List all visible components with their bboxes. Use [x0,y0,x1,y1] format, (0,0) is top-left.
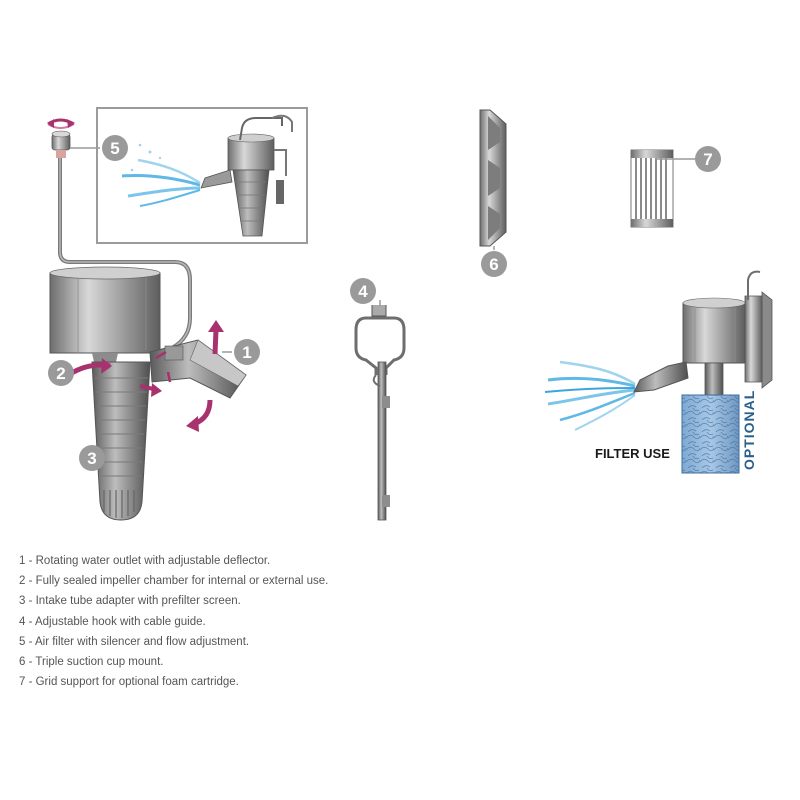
filter-use-label: FILTER USE [595,446,670,461]
callout-5: 5 [102,135,128,161]
callout-3-number: 3 [87,449,96,468]
air-filter-cap [51,130,71,158]
callout-3: 3 [79,445,105,471]
filter-water-spray [544,360,636,431]
callout-leaders [70,147,695,353]
legend-item-5: 5 - Air filter with silencer and flow ad… [19,635,250,648]
rotating-outlet [149,339,247,399]
callout-6: 6 [481,251,507,277]
callout-7-number: 7 [703,150,712,169]
callout-2-number: 2 [56,364,65,383]
legend-item-2: 2 - Fully sealed impeller chamber for in… [19,575,329,588]
filter-use-assembly [544,270,773,474]
air-intake-inset [96,107,308,244]
callout-4: 4 [350,278,376,304]
callout-5-number: 5 [110,139,119,158]
grid-support [630,149,674,228]
adjustable-hook [354,305,406,521]
callout-7: 7 [695,146,721,172]
legend-item-1: 1 - Rotating water outlet with adjustabl… [19,555,271,567]
intake-tube [91,361,151,521]
callout-6-number: 6 [489,255,498,274]
impeller-chamber [49,266,161,362]
optional-label: OPTIONAL [741,390,757,470]
legend-item-4: 4 - Adjustable hook with cable guide. [19,615,206,628]
suction-cup-mount [479,109,507,247]
main-pump [47,118,247,521]
legend-item-7: 7 - Grid support for optional foam cartr… [19,676,239,689]
callout-2: 2 [48,360,74,386]
legend-item-3: 3 - Intake tube adapter with prefilter s… [19,595,241,608]
inset-pump [200,114,293,237]
legend-item-6: 6 - Triple suction cup mount. [19,655,164,668]
parts-legend: 1 - Rotating water outlet with adjustabl… [19,551,328,692]
inset-water-spray [121,143,201,207]
callout-4-number: 4 [358,282,368,301]
callout-1-number: 1 [242,343,251,362]
callout-1: 1 [234,339,260,365]
